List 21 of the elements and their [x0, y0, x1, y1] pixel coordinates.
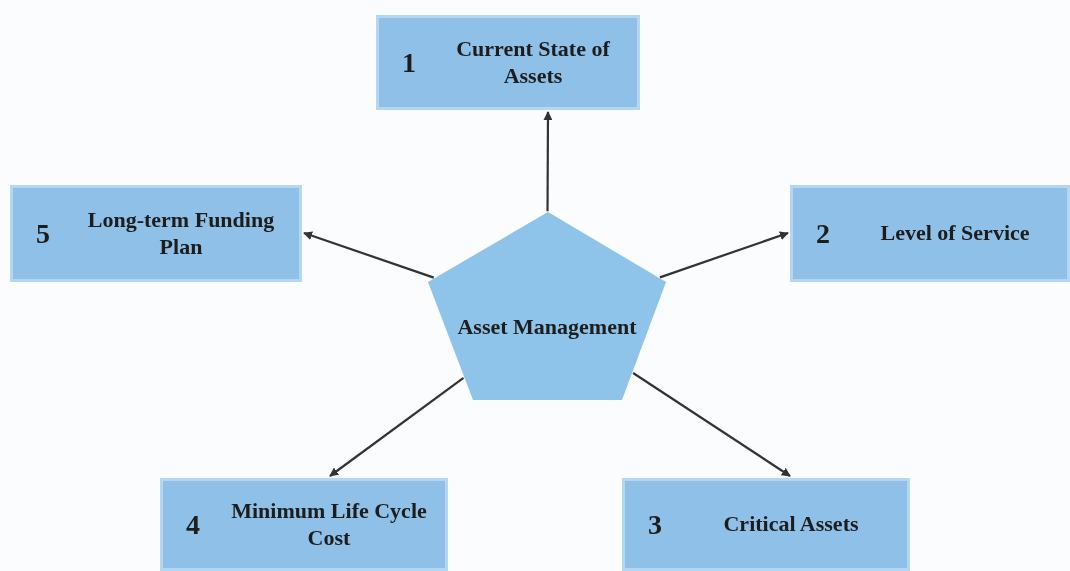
step-number: 4 [185, 508, 201, 541]
node-label: Long-term Funding Plan [86, 207, 276, 260]
step-number: 3 [647, 508, 663, 541]
node-label: Current State of Assets [455, 36, 611, 89]
node-label: Asset Management [456, 312, 638, 341]
arrow [543, 111, 553, 212]
process-box [10, 185, 302, 282]
node-label: Level of Service [879, 220, 1031, 247]
node-label: Minimum Life Cycle Cost [230, 498, 428, 551]
node-label: Critical Assets [722, 511, 860, 538]
step-number: 1 [401, 46, 417, 79]
step-number: 5 [35, 217, 51, 250]
process-box [376, 15, 640, 110]
process-box [790, 185, 1070, 282]
process-box [622, 478, 910, 571]
process-box [160, 478, 448, 571]
arrow [303, 231, 435, 279]
arrow [329, 377, 465, 477]
step-number: 2 [815, 217, 831, 250]
arrow [632, 372, 791, 477]
arrow [659, 231, 789, 279]
